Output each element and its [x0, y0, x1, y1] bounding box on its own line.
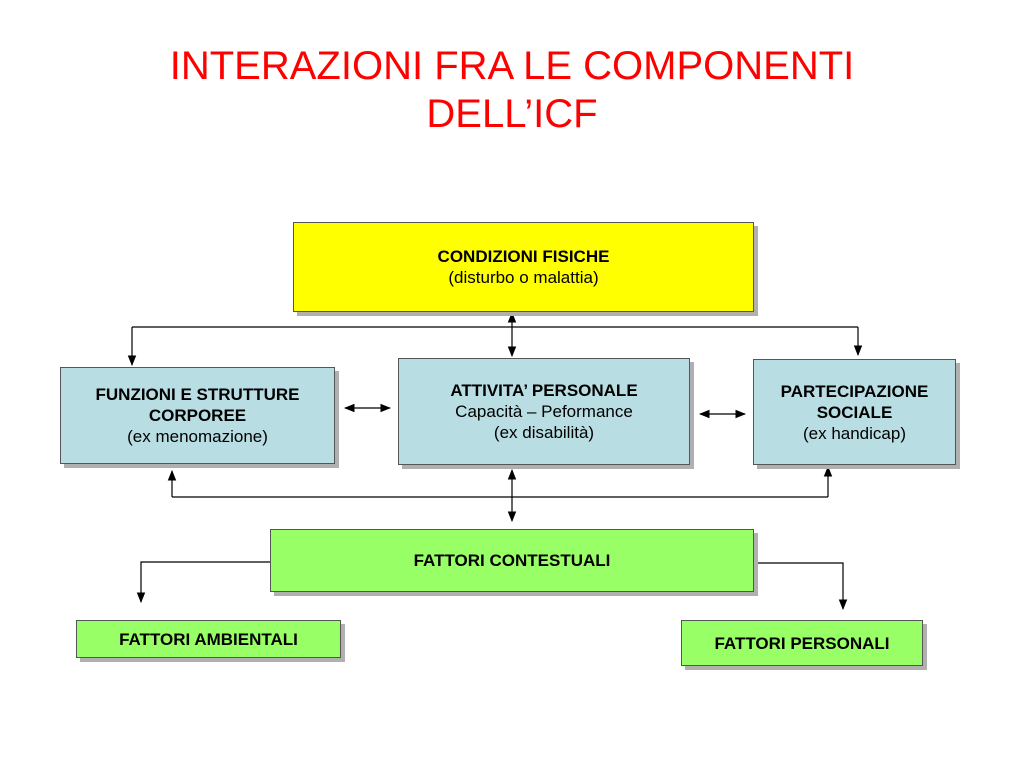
- attivita-personale-box: ATTIVITA’ PERSONALE Capacità – Peformanc…: [398, 358, 690, 465]
- slide-title-line2: DELL’ICF: [426, 92, 598, 136]
- funzioni-strutture-title-1: FUNZIONI E STRUTTURE: [95, 385, 300, 404]
- partecipazione-sociale-subtitle: (ex handicap): [802, 423, 906, 443]
- slide-title-line1: INTERAZIONI FRA LE COMPONENTI: [169, 44, 855, 88]
- funzioni-strutture-box: FUNZIONI E STRUTTURE CORPOREE (ex menoma…: [60, 367, 335, 464]
- attivita-personale-title: ATTIVITA’ PERSONALE: [450, 381, 638, 400]
- condizioni-fisiche-box: CONDIZIONI FISICHE (disturbo o malattia): [293, 222, 754, 312]
- slide-title: INTERAZIONI FRA LE COMPONENTI DELL’ICF: [0, 42, 1024, 138]
- partecipazione-sociale-title-1: PARTECIPAZIONE: [780, 381, 929, 401]
- attivita-personale-line2: Capacità – Peformance: [455, 402, 633, 421]
- partecipazione-sociale-box: PARTECIPAZIONE SOCIALE (ex handicap): [753, 359, 956, 465]
- fattori-ambientali-box: FATTORI AMBIENTALI: [76, 620, 341, 658]
- partecipazione-sociale-title-2: SOCIALE: [816, 402, 893, 422]
- funzioni-strutture-title-2: CORPOREE: [148, 406, 247, 425]
- fattori-contestuali-title: FATTORI CONTESTUALI: [413, 551, 611, 570]
- condizioni-fisiche-subtitle: (disturbo o malattia): [448, 268, 599, 287]
- attivita-personale-line3: (ex disabilità): [493, 423, 595, 442]
- fattori-personali-title: FATTORI PERSONALI: [714, 633, 890, 653]
- arrow-to-ambientali: [136, 561, 271, 604]
- fattori-personali-box: FATTORI PERSONALI: [681, 620, 923, 666]
- funzioni-strutture-subtitle: (ex menomazione): [127, 427, 268, 446]
- condizioni-fisiche-title: CONDIZIONI FISICHE: [437, 247, 610, 266]
- fattori-contestuali-box: FATTORI CONTESTUALI: [270, 529, 754, 592]
- arrow-to-personali: [754, 562, 848, 611]
- fattori-ambientali-title: FATTORI AMBIENTALI: [119, 629, 298, 649]
